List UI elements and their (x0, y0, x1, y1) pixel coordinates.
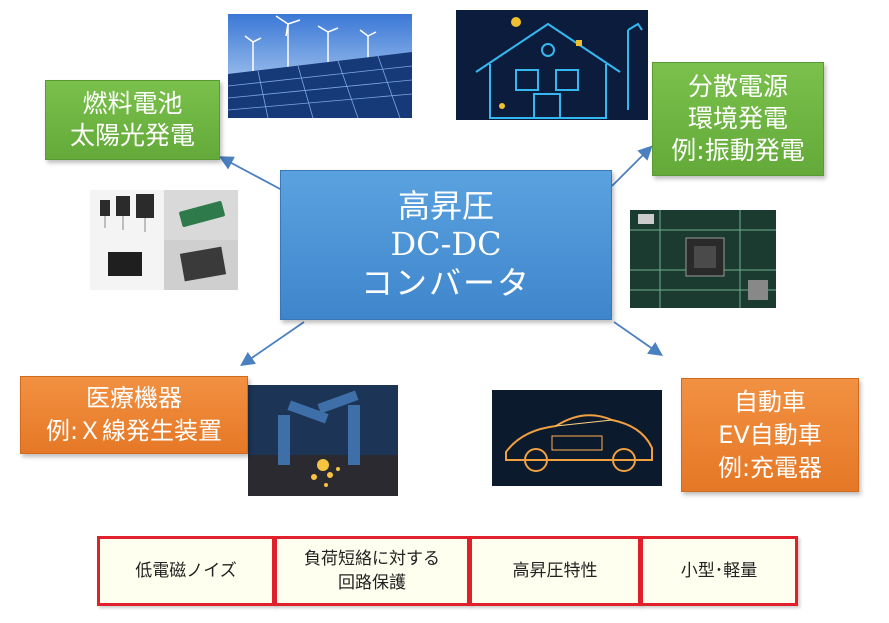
center-line-1: 高昇圧 (397, 187, 494, 225)
app-bottom-right-line-2: EV自動車 (718, 420, 822, 449)
feature-high-step-up: 高昇圧特性 (469, 536, 641, 606)
industrial-robot-photo (248, 385, 398, 496)
app-top-right-line-2: 環境発電 (687, 104, 788, 133)
app-bottom-right-line-3: 例:充電器 (717, 453, 823, 482)
arrow-to-bottom-left (240, 321, 305, 367)
app-top-right-line-1: 分散電源 (687, 72, 788, 101)
arrow-to-bottom-right (613, 321, 663, 357)
center-line-2: DC-DC (390, 225, 502, 263)
app-bottom-left-line-1: 医療機器 (86, 384, 182, 412)
app-top-right-line-3: 例:振動発電 (671, 136, 805, 165)
circuit-board-photo (630, 210, 776, 308)
feature-protection-line-2: 回路保護 (338, 573, 406, 593)
feature-low-emi: 低電磁ノイズ (97, 536, 275, 606)
feature-short-circuit-protection: 負荷短絡に対する 回路保護 (274, 536, 470, 606)
center-line-3: コンバータ (360, 264, 531, 302)
feature-compact-lightweight: 小型･軽量 (640, 536, 798, 606)
app-top-left-line-1: 燃料電池 (82, 89, 183, 118)
app-box-solar-fuel: 燃料電池 太陽光発電 (45, 80, 220, 160)
arrow-to-top-right (611, 145, 653, 187)
car-photo (492, 390, 662, 486)
app-box-distributed-power: 分散電源 環境発電 例:振動発電 (652, 62, 824, 176)
feature-compact-label: 小型･軽量 (680, 561, 758, 581)
feature-protection-line-1: 負荷短絡に対する (304, 549, 440, 569)
power-module-photo (90, 190, 238, 290)
solar-panel-photo (228, 14, 412, 118)
app-bottom-left-line-2: 例:Ｘ線発生装置 (45, 417, 223, 445)
app-bottom-right-line-1: 自動車 (734, 387, 806, 416)
feature-low-emi-label: 低電磁ノイズ (135, 561, 237, 581)
arrow-to-top-left (218, 156, 283, 191)
app-box-medical: 医療機器 例:Ｘ線発生装置 (20, 376, 248, 454)
feature-high-step-up-label: 高昇圧特性 (512, 561, 598, 581)
app-top-left-line-2: 太陽光発電 (69, 121, 195, 150)
smart-home-photo (456, 10, 648, 120)
app-box-automotive: 自動車 EV自動車 例:充電器 (681, 378, 859, 492)
center-converter-box: 高昇圧 DC-DC コンバータ (280, 170, 612, 320)
